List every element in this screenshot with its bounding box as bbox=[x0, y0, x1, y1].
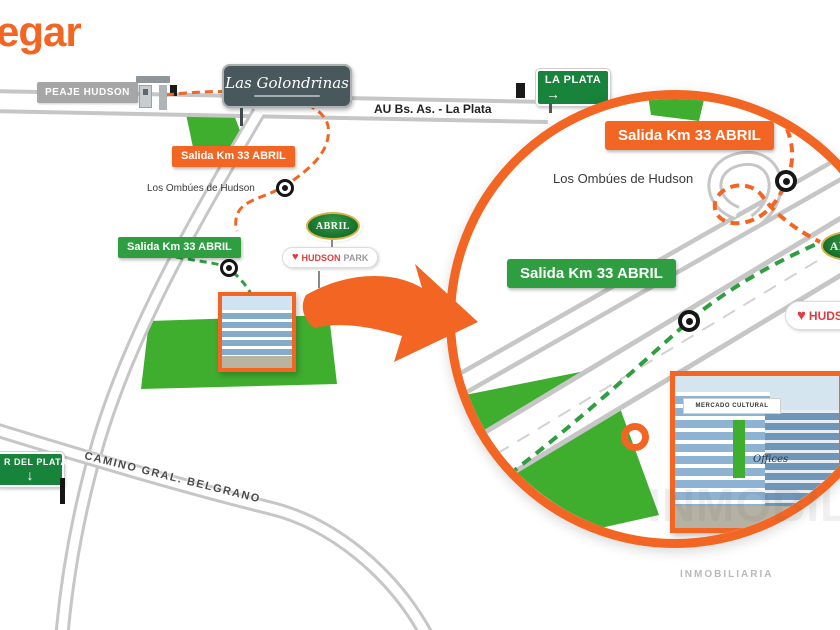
sign-pole bbox=[318, 271, 320, 288]
zoom-ombues-label: Los Ombúes de Hudson bbox=[553, 171, 694, 186]
zoom-salida-green-badge: Salida Km 33 ABRIL bbox=[507, 259, 676, 288]
zoom-parcel-top bbox=[648, 99, 705, 121]
zoom-exit-marker bbox=[775, 170, 797, 192]
photo-building-right bbox=[765, 410, 839, 506]
photo-building bbox=[222, 310, 292, 356]
zoom-abril-logo: ABRIL bbox=[821, 231, 840, 261]
zoom-route-orange bbox=[712, 128, 840, 254]
arrow-down-icon: ↓ bbox=[26, 467, 34, 483]
toll-pillar bbox=[159, 85, 167, 110]
las-golondrinas-subtitle-line bbox=[254, 94, 320, 97]
building-photo-large: MERCADO CULTURAL Offices bbox=[670, 371, 840, 533]
hudson-park-brand: HUDSON bbox=[301, 252, 341, 263]
camino-label: CAMINO GRAL. BELGRANO bbox=[83, 450, 263, 506]
las-golondrinas-sign: Las Golondrinas bbox=[222, 64, 352, 108]
la-plata-sign: LA PLATA → bbox=[536, 69, 610, 106]
building-photo-small bbox=[218, 292, 296, 372]
photo-ground bbox=[222, 356, 292, 368]
bridge-tick bbox=[516, 83, 525, 98]
zoom-exit-marker bbox=[678, 310, 700, 332]
toll-booth-icon bbox=[136, 76, 170, 112]
hudson-park-suffix: PARK bbox=[343, 252, 369, 263]
zoom-salida-orange-badge: Salida Km 33 ABRIL bbox=[605, 121, 774, 150]
sign-post bbox=[60, 478, 65, 504]
zoom-ring-marker bbox=[621, 423, 649, 451]
watermark-text: INMOBILIARIA bbox=[680, 569, 774, 580]
exit-marker bbox=[220, 259, 238, 277]
salida-orange-badge: Salida Km 33 ABRIL bbox=[172, 146, 295, 167]
las-golondrinas-label: Las Golondrinas bbox=[225, 73, 349, 92]
sign-pole bbox=[549, 103, 552, 113]
page-title: egar bbox=[0, 8, 82, 55]
photo-plaza bbox=[675, 506, 839, 528]
abril-logo: ABRIL bbox=[306, 212, 360, 240]
toll-booth bbox=[139, 85, 152, 108]
zoom-hudson-park-sign: ♥ HUDSON PARK bbox=[785, 301, 840, 330]
zoom-parcel-large bbox=[455, 367, 659, 539]
toll-roof bbox=[136, 76, 170, 83]
mar-del-plata-sign: R DEL PLATA ↓ bbox=[0, 452, 68, 487]
heart-icon: ♥ bbox=[292, 251, 299, 263]
highway-label: AU Bs. As. - La Plata bbox=[374, 102, 492, 116]
ombues-label: Los Ombúes de Hudson bbox=[147, 183, 255, 194]
sign-pole bbox=[240, 108, 243, 126]
arrow-right-icon: → bbox=[546, 86, 560, 102]
mar-del-plata-label: R DEL PLATA bbox=[4, 457, 68, 467]
sign-pole bbox=[331, 240, 333, 253]
bridge-tick bbox=[170, 85, 177, 96]
magnifier-circle: Salida Km 33 ABRIL Los Ombúes de Hudson … bbox=[446, 90, 840, 548]
hudson-park-sign: ♥ HUDSON PARK bbox=[282, 247, 379, 268]
salida-green-badge: Salida Km 33 ABRIL bbox=[118, 237, 241, 258]
building-photo-large-image: MERCADO CULTURAL Offices bbox=[675, 376, 839, 528]
photo-green-banner bbox=[733, 420, 745, 478]
photo-sign-top: MERCADO CULTURAL bbox=[683, 398, 781, 414]
zoom-ramp-road bbox=[707, 150, 783, 227]
toll-window bbox=[143, 89, 148, 95]
zoom-hudson-park-brand: HUDSON bbox=[808, 308, 840, 323]
exit-marker bbox=[276, 179, 294, 197]
la-plata-label: LA PLATA bbox=[544, 74, 602, 86]
heart-icon: ♥ bbox=[797, 307, 806, 324]
photo-sign-mid: Offices bbox=[753, 454, 789, 465]
building-photo-small-image bbox=[222, 296, 292, 368]
peaje-hudson-sign: PEAJE HUDSON bbox=[37, 82, 138, 103]
